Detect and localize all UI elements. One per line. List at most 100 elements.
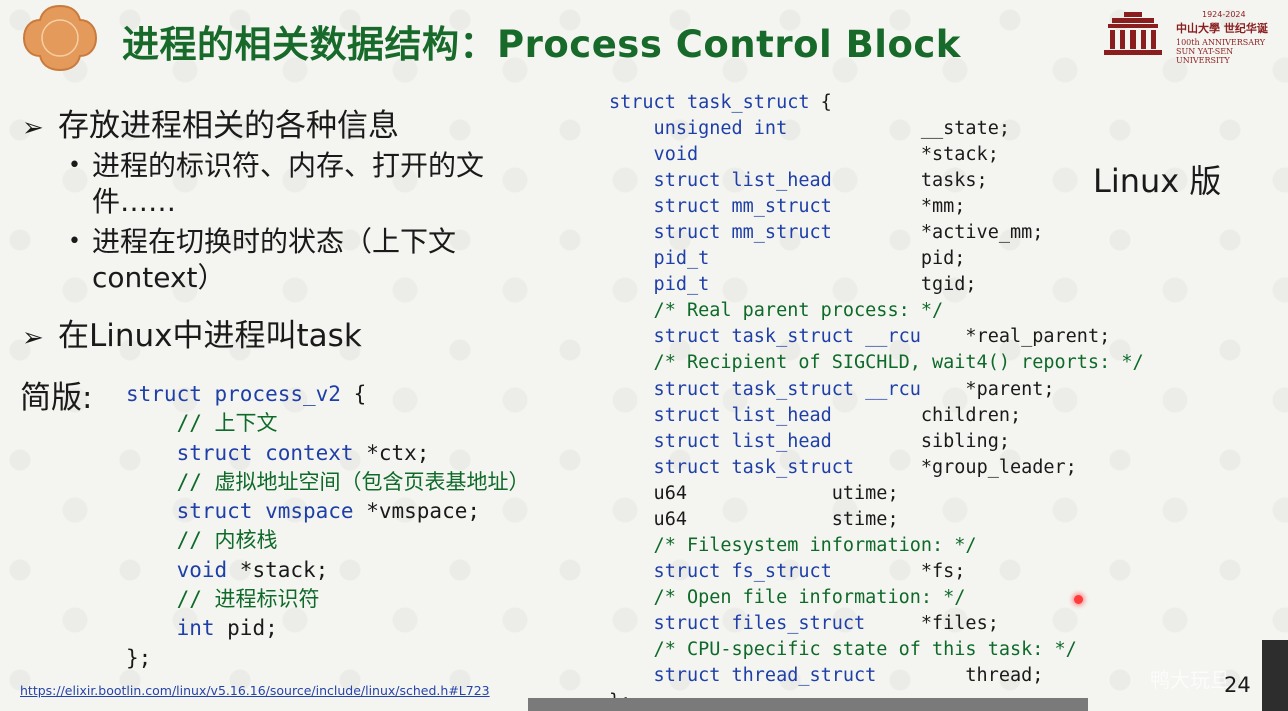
code-line: struct mm_struct *active_mm; — [609, 220, 1144, 246]
code-text: *stack; — [698, 144, 999, 166]
university-gate-icon — [1104, 12, 1162, 55]
arrow-bullet-icon: ➢ — [22, 113, 44, 143]
bullet-text: 进程在切换时的状态（上下文context） — [92, 225, 457, 294]
code-line: struct task_struct __rcu *parent; — [609, 377, 1144, 403]
code-line: }; — [126, 644, 530, 673]
code-keyword: void — [609, 144, 699, 166]
code-line: struct list_head children; — [609, 403, 1144, 429]
code-text: thread; — [876, 665, 1044, 687]
code-line: struct context *ctx; — [126, 439, 530, 468]
code-line: u64 utime; — [609, 481, 1144, 507]
code-text: *files; — [865, 612, 999, 634]
code-text: *fs; — [831, 560, 966, 582]
code-block-process-v2: struct process_v2 { // 上下文 struct contex… — [126, 380, 530, 673]
code-text: *vmspace; — [353, 499, 481, 524]
code-text: *mm; — [831, 196, 966, 218]
code-line: /* Open file information: */ — [609, 585, 1144, 611]
linux-version-label: Linux 版 — [1093, 162, 1222, 200]
code-line: int pid; — [126, 614, 530, 643]
code-text: __state; — [787, 118, 1010, 140]
code-line: struct files_struct *files; — [609, 611, 1144, 637]
source-link[interactable]: https://elixir.bootlin.com/linux/v5.16.1… — [20, 683, 490, 698]
code-line: struct task_struct __rcu *real_parent; — [609, 324, 1144, 350]
code-keyword: struct task_struct — [609, 456, 855, 478]
code-comment: /* Open file information: */ — [609, 586, 966, 608]
bottom-overlay-bar — [528, 698, 1088, 711]
code-line: // 虚拟地址空间（包含页表基地址） — [126, 468, 530, 497]
code-comment: // 上下文 — [126, 411, 278, 436]
code-line: /* Real parent process: */ — [609, 298, 1144, 324]
code-comment: // 内核栈 — [126, 528, 278, 553]
logo-university-english: SUN YAT-SEN UNIVERSITY — [1176, 47, 1234, 65]
code-line: struct thread_struct thread; — [609, 663, 1144, 689]
code-line: // 进程标识符 — [126, 585, 530, 614]
code-line: /* Recipient of SIGCHLD, wait4() reports… — [609, 350, 1144, 376]
code-line: struct list_head tasks; — [609, 168, 1144, 194]
logo-university-name: 中山大學 世纪华诞 — [1176, 22, 1268, 35]
laser-pointer-dot — [1074, 595, 1083, 604]
code-line: struct process_v2 { — [126, 380, 530, 409]
code-keyword: struct fs_struct — [609, 560, 832, 582]
code-keyword: struct task_struct __rcu — [609, 326, 921, 348]
code-line: pid_t tgid; — [609, 272, 1144, 298]
code-keyword: pid_t — [609, 248, 710, 270]
code-line: /* CPU-specific state of this task: */ — [609, 637, 1144, 663]
dot-bullet-icon: • — [68, 229, 81, 254]
logo-anniversary: 100th ANNIVERSARY — [1176, 38, 1266, 47]
code-keyword: struct task_struct __rcu — [609, 378, 921, 400]
decorative-logo-icon — [22, 4, 98, 72]
page-number: 24 — [1224, 673, 1251, 697]
code-line: struct fs_struct *fs; — [609, 559, 1144, 585]
code-comment: // 进程标识符 — [126, 587, 320, 612]
code-text: children; — [831, 404, 1022, 426]
code-text: pid; — [214, 616, 278, 641]
code-text: *ctx; — [353, 440, 430, 465]
code-line: // 上下文 — [126, 409, 530, 438]
code-text: pid; — [709, 248, 966, 270]
code-line: struct mm_struct *mm; — [609, 194, 1144, 220]
code-text: tgid; — [709, 274, 977, 296]
code-keyword: struct list_head — [609, 404, 832, 426]
code-line: // 内核栈 — [126, 526, 530, 555]
code-keyword: void — [126, 557, 228, 582]
code-text: *stack; — [227, 557, 329, 582]
code-block-task-struct: struct task_struct { unsigned int __stat… — [609, 90, 1144, 711]
code-text: sibling; — [831, 430, 1010, 452]
bullet-level2: • 进程的标识符、内存、打开的文件…… — [68, 148, 562, 220]
code-comment: /* CPU-specific state of this task: */ — [609, 638, 1077, 660]
code-comment: // 虚拟地址空间（包含页表基地址） — [126, 469, 530, 494]
code-keyword: struct mm_struct — [609, 222, 832, 244]
code-line: struct list_head sibling; — [609, 429, 1144, 455]
code-line: pid_t pid; — [609, 246, 1144, 272]
code-text: }; — [126, 645, 152, 670]
code-keyword: struct context — [126, 440, 354, 465]
bullet-level2: • 进程在切换时的状态（上下文context） — [68, 224, 532, 296]
code-line: struct task_struct { — [609, 90, 1144, 116]
simple-version-label: 简版: — [20, 380, 93, 416]
code-text: *active_mm; — [831, 222, 1044, 244]
code-keyword: struct process_v2 — [126, 382, 341, 406]
dot-bullet-icon: • — [68, 153, 81, 178]
code-text: u64 utime; — [609, 482, 899, 504]
university-logo: 1924-2024 中山大學 世纪华诞 100th ANNIVERSARY SU… — [1102, 10, 1282, 65]
code-line: struct vmspace *vmspace; — [126, 497, 530, 526]
code-keyword: struct list_head — [609, 430, 832, 452]
code-line: /* Filesystem information: */ — [609, 533, 1144, 559]
right-edge-overlay — [1262, 640, 1288, 711]
code-text: *group_leader; — [854, 456, 1077, 478]
code-text: tasks; — [831, 170, 988, 192]
code-text: *parent; — [920, 378, 1055, 400]
code-line: struct task_struct *group_leader; — [609, 455, 1144, 481]
code-line: unsigned int __state; — [609, 116, 1144, 142]
code-keyword: struct list_head — [609, 170, 832, 192]
code-text: { — [340, 382, 367, 406]
bullet-level1: ➢ 存放进程相关的各种信息 — [22, 100, 399, 145]
code-keyword: struct vmspace — [126, 499, 354, 524]
bullet-text: 进程的标识符、内存、打开的文件…… — [92, 149, 485, 218]
arrow-bullet-icon: ➢ — [22, 323, 44, 353]
bullet-text: 存放进程相关的各种信息 — [58, 108, 399, 144]
code-keyword: struct thread_struct — [609, 665, 877, 687]
code-keyword: int — [126, 616, 215, 641]
